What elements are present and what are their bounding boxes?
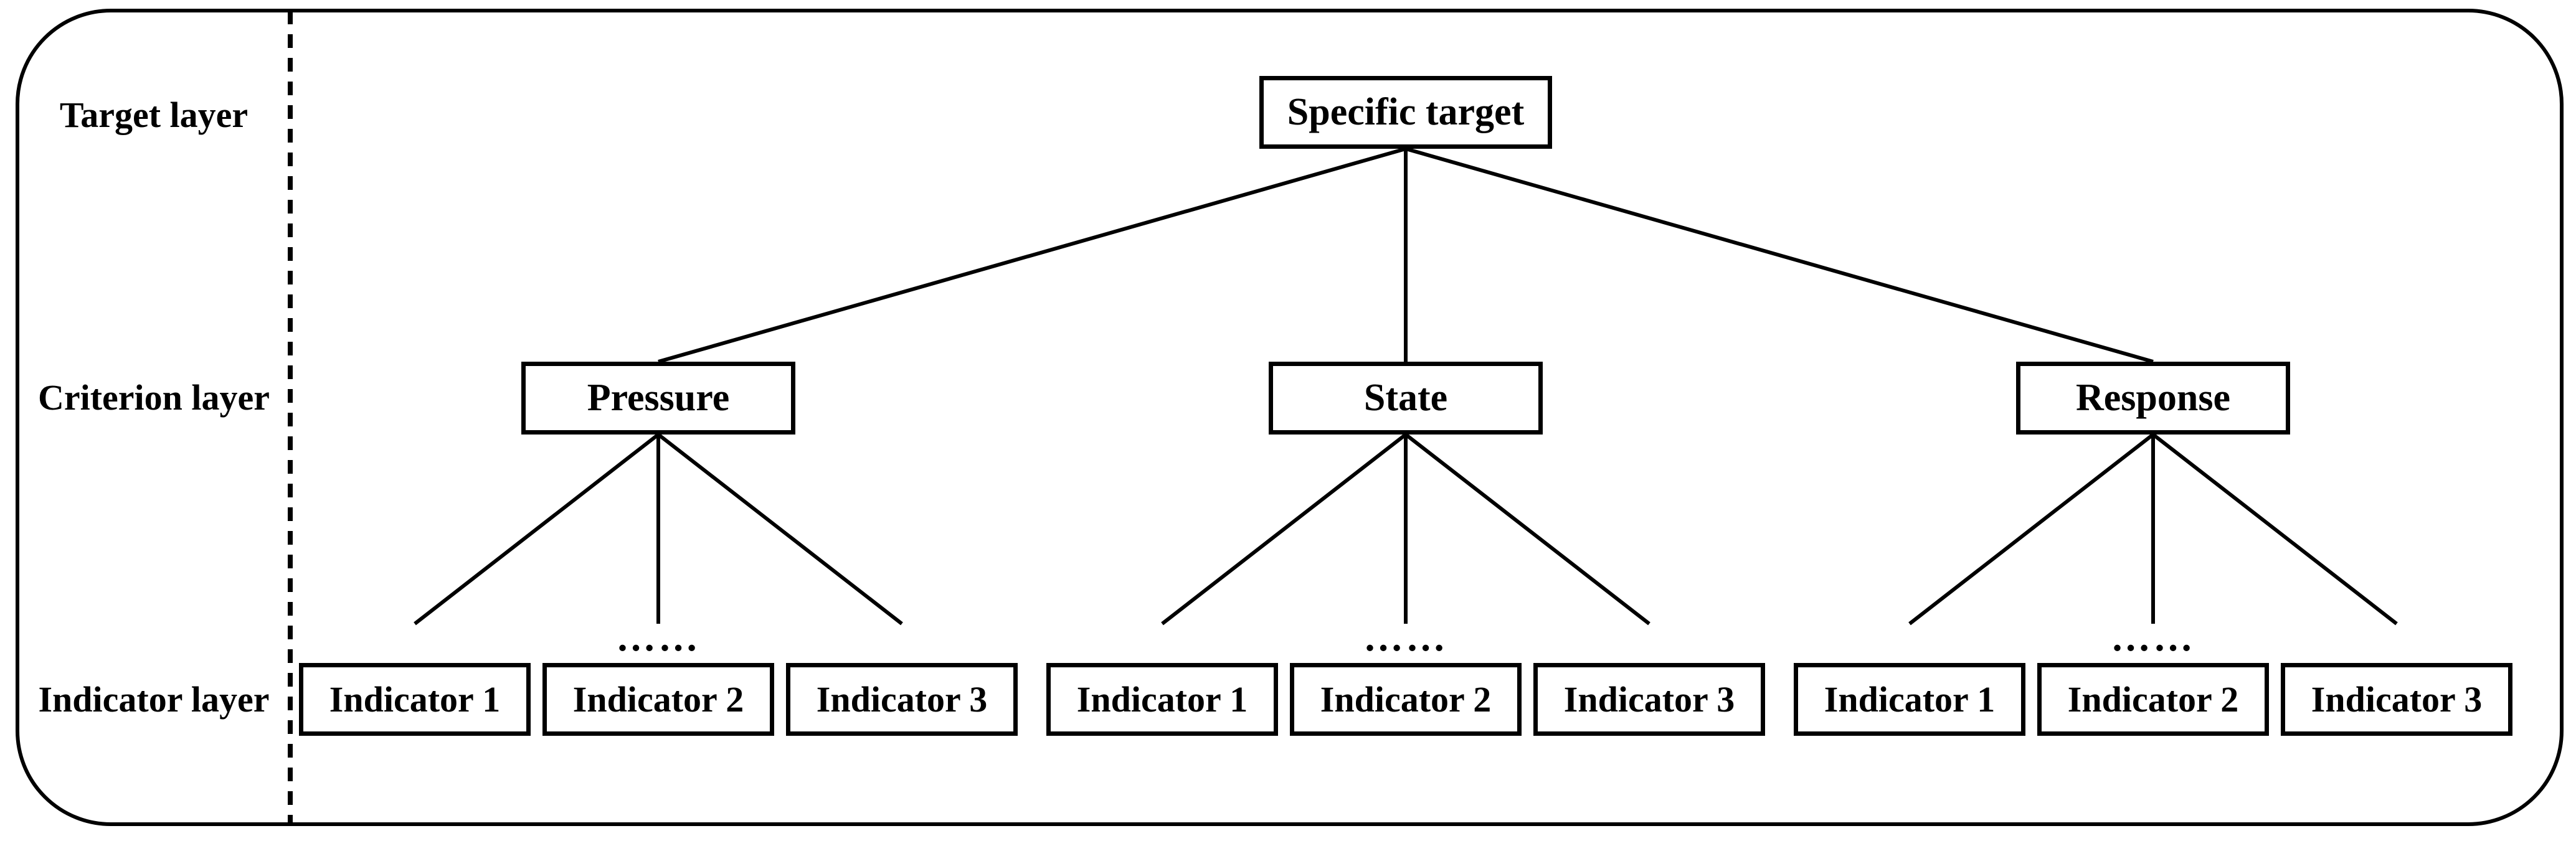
state-to-indicator-connectors bbox=[1161, 433, 1650, 626]
connector-state-ind1 bbox=[1161, 433, 1407, 626]
node-specific-target: Specific target bbox=[1259, 76, 1552, 149]
node-indicator-state-3: Indicator 3 bbox=[1533, 663, 1765, 736]
figure-rounded-border bbox=[16, 9, 2564, 826]
row-label-indicator-layer: Indicator layer bbox=[38, 679, 270, 720]
node-indicator-pressure-2: Indicator 2 bbox=[542, 663, 774, 736]
target-to-criterion-connectors bbox=[658, 147, 2154, 364]
node-indicator-pressure-3: Indicator 3 bbox=[786, 663, 1018, 736]
pressure-to-indicator-connectors bbox=[414, 433, 903, 626]
connector-response-ind1 bbox=[1908, 433, 2154, 626]
response-to-indicator-connectors bbox=[1908, 433, 2398, 626]
node-pressure: Pressure bbox=[521, 362, 795, 435]
ellipsis-dots-response-group: …… bbox=[2111, 615, 2195, 659]
node-indicator-response-3: Indicator 3 bbox=[2281, 663, 2512, 736]
connector-response-ind3 bbox=[2152, 433, 2398, 626]
node-indicator-state-1: Indicator 1 bbox=[1046, 663, 1278, 736]
ellipsis-dots-pressure-group: …… bbox=[616, 615, 701, 659]
row-label-target-layer: Target layer bbox=[59, 95, 249, 135]
connector-pressure-ind3 bbox=[657, 433, 903, 626]
connector-state-ind3 bbox=[1404, 433, 1650, 626]
ellipsis-dots-state-group: …… bbox=[1363, 615, 1448, 659]
row-label-criterion-layer: Criterion layer bbox=[37, 377, 270, 418]
node-indicator-pressure-1: Indicator 1 bbox=[299, 663, 531, 736]
node-state: State bbox=[1269, 362, 1543, 435]
connector-pressure-ind1 bbox=[414, 433, 660, 626]
connector-target-pressure bbox=[658, 147, 1406, 364]
node-indicator-response-2: Indicator 2 bbox=[2037, 663, 2269, 736]
node-response: Response bbox=[2016, 362, 2290, 435]
connector-target-response bbox=[1405, 147, 2154, 364]
node-indicator-state-2: Indicator 2 bbox=[1290, 663, 1522, 736]
node-indicator-response-1: Indicator 1 bbox=[1794, 663, 2025, 736]
